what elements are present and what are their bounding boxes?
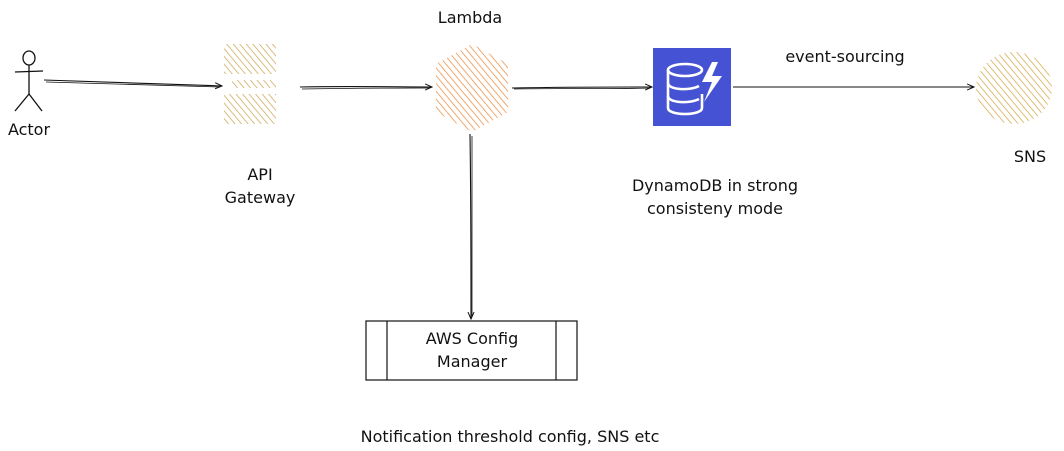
edge-actor-to-api-gateway-sketch [45, 81, 221, 88]
config-manager-label-line1: AWS Config [425, 329, 519, 348]
lambda-label: Lambda [437, 8, 503, 27]
edge-api-gateway-to-lambda-sketch [301, 87, 431, 90]
sns-icon [976, 52, 1052, 124]
lambda-icon [436, 44, 508, 132]
edge-event-sourcing-label: event-sourcing [785, 47, 905, 66]
actor-icon [14, 50, 44, 112]
edge-lambda-to-config-manager [470, 133, 471, 319]
dynamodb-label-line2: consisteny mode [646, 199, 784, 218]
edge-lambda-to-dynamodb-sketch [513, 87, 651, 90]
api-gateway-label-line2: Gateway [224, 188, 296, 207]
config-manager-box [365, 320, 578, 381]
api-gateway-label-line1: API [247, 165, 273, 184]
edge-lambda-to-dynamodb [511, 87, 652, 88]
dynamodb-icon [653, 48, 731, 126]
api-gateway-icon [224, 44, 276, 124]
edge-actor-to-api-gateway [43, 79, 222, 86]
actor-label: Actor [7, 120, 51, 139]
dynamodb-label-line1: DynamoDB in strong [631, 176, 799, 195]
sns-label: SNS [1013, 147, 1047, 166]
bottom-note: Notification threshold config, SNS etc [360, 427, 660, 446]
config-manager-label-line2: Manager [436, 352, 508, 371]
